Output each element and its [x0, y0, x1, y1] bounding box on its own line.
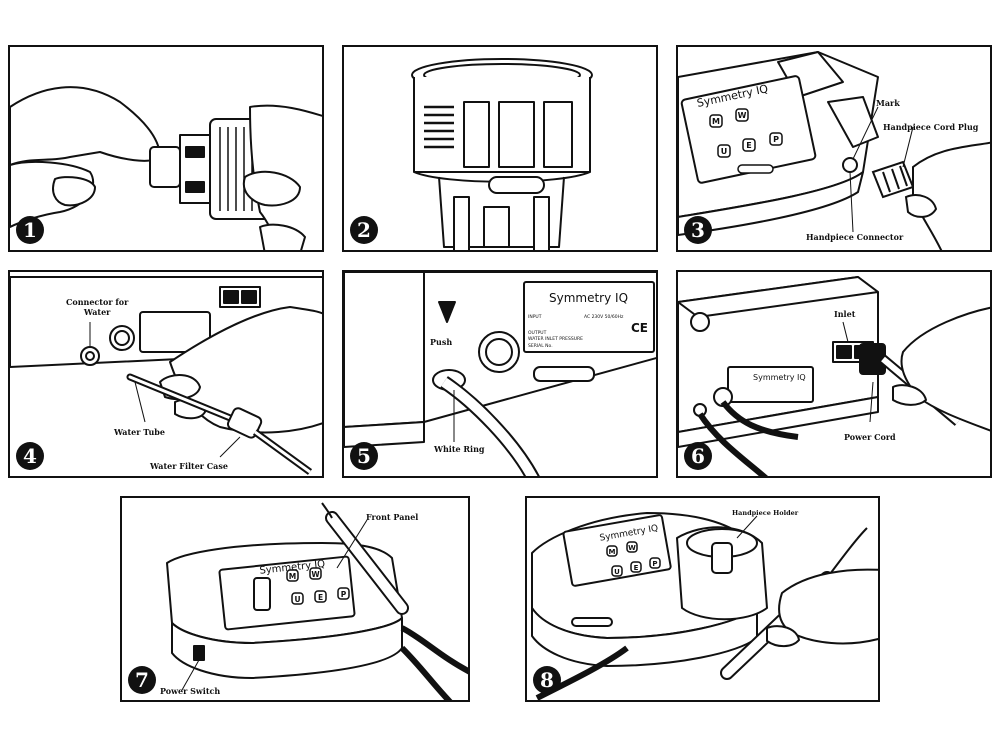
front-panel-label: Front Panel: [366, 512, 419, 522]
step-8-illustration: Symmetry IQ M W U E P: [531, 512, 878, 700]
step-1-panel: 1: [8, 45, 324, 252]
step-6-panel: Symmetry IQ Inlet Power Cord 6: [676, 270, 992, 478]
step-number-badge: 7: [128, 666, 156, 694]
step-4-panel: Connector for Water Water Tube Water Fil…: [8, 270, 324, 478]
step-number-badge: 3: [684, 216, 712, 244]
button-m: M: [609, 548, 616, 556]
button-u: U: [721, 147, 728, 156]
connector-for-water-label: Connector for Water: [66, 297, 129, 317]
push-label: Push: [430, 337, 453, 347]
rear-input-value: AC 230V 50/60Hz: [584, 314, 624, 320]
power-cord-label: Power Cord: [844, 432, 896, 442]
button-e: E: [634, 564, 639, 572]
step-3-panel: Symmetry IQ M W U E P Mark Handpiece Cor…: [676, 45, 992, 252]
rear-water-pressure-text: WATER INLET PRESSURE: [528, 336, 583, 342]
ce-mark: CE: [631, 321, 648, 335]
rear-serial-text: SERIAL No.: [528, 343, 553, 349]
step-5-illustration: Symmetry IQ INPUT AC 230V 50/60Hz OUTPUT…: [344, 272, 656, 476]
step-number-badge: 4: [16, 442, 44, 470]
button-p: P: [773, 135, 779, 144]
handpiece-cord-plug-label: Handpiece Cord Plug: [883, 122, 979, 132]
button-w: W: [628, 544, 636, 552]
white-ring-label: White Ring: [434, 444, 485, 454]
rear-output-text: OUTPUT: [528, 330, 547, 336]
step-1-illustration: [10, 86, 322, 250]
inlet-label: Inlet: [834, 309, 856, 319]
rear-input-text: INPUT: [528, 314, 542, 320]
button-m: M: [712, 117, 720, 126]
water-tube-label: Water Tube: [114, 427, 165, 437]
step-number-badge: 5: [350, 442, 378, 470]
handpiece-holder-label: Handpiece Holder: [732, 509, 799, 517]
water-filter-case-label: Water Filter Case: [150, 461, 228, 471]
mark-label: Mark: [876, 98, 900, 108]
button-u: U: [614, 568, 620, 576]
step-7-panel: Symmetry IQ M W U E P Front Panel Power …: [120, 496, 470, 702]
step-7-illustration: Symmetry IQ M W U E P: [166, 502, 468, 700]
step-6-illustration: Symmetry IQ: [678, 276, 990, 476]
step-number-badge: 2: [350, 216, 378, 244]
button-p: P: [652, 560, 657, 568]
button-p: P: [341, 590, 347, 599]
step-number-badge: 6: [684, 442, 712, 470]
step-2-panel: 2: [342, 45, 658, 252]
step-4-illustration: [10, 276, 322, 475]
button-w: W: [738, 111, 747, 120]
brand-text: Symmetry IQ: [753, 373, 806, 382]
button-w: W: [311, 570, 320, 579]
brand-text: Symmetry IQ: [549, 291, 628, 305]
step-number-badge: 8: [533, 666, 561, 694]
step-8-panel: Symmetry IQ M W U E P Handpiece Holder 8: [525, 496, 880, 702]
button-e: E: [318, 593, 323, 602]
handpiece-connector-label: Handpiece Connector: [806, 232, 904, 242]
power-switch-label: Power Switch: [160, 686, 221, 696]
button-m: M: [289, 572, 296, 581]
step-3-illustration: Symmetry IQ M W U E P: [678, 51, 990, 250]
step-5-panel: Symmetry IQ INPUT AC 230V 50/60Hz OUTPUT…: [342, 270, 658, 478]
button-u: U: [294, 595, 300, 604]
button-e: E: [746, 141, 751, 150]
step-number-badge: 1: [16, 216, 44, 244]
step-2-illustration: [411, 58, 593, 250]
